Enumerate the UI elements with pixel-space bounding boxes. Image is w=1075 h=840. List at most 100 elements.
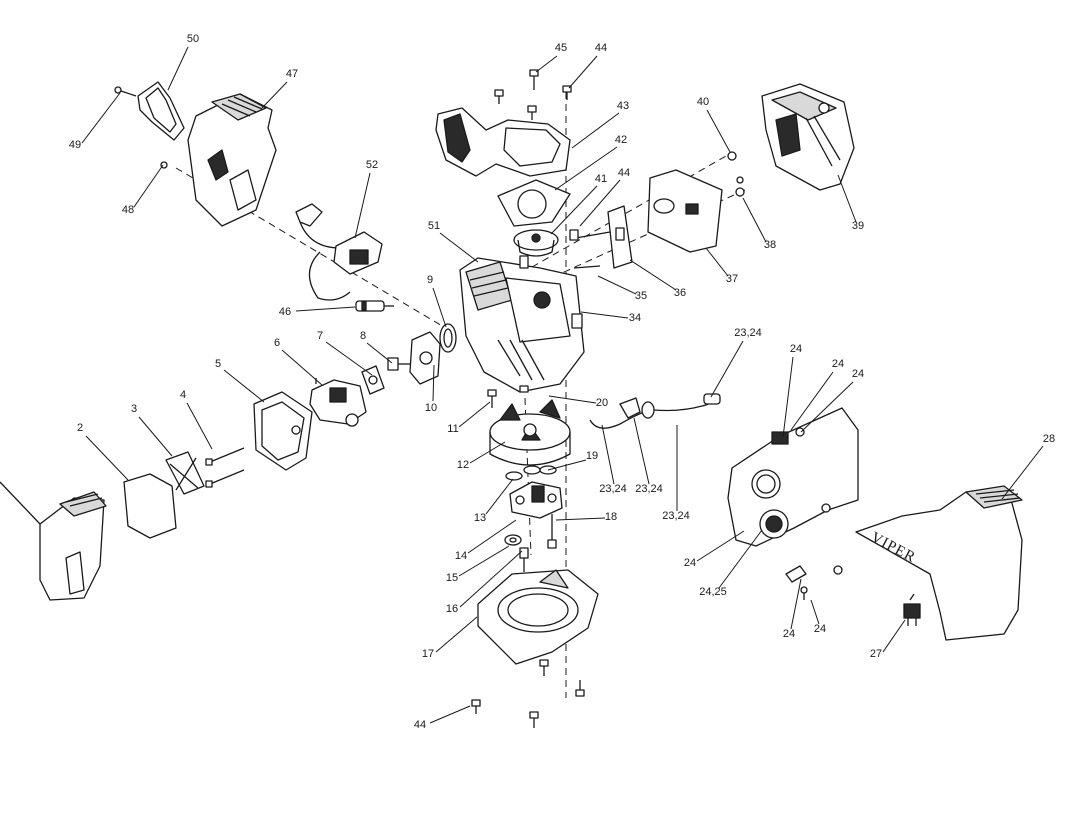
callout-label-c46: 46	[279, 306, 291, 318]
callout-label-c48: 48	[122, 204, 134, 216]
leader-line-c40	[706, 109, 731, 153]
part-spark-plug-46	[355, 300, 394, 312]
leader-line-c35	[597, 275, 637, 295]
part-screw-11	[487, 389, 497, 408]
callout-label-c24d: 24	[684, 557, 696, 569]
part-small-parts-24	[785, 565, 843, 600]
callout-label-c2324d: 23,24	[662, 510, 690, 522]
callout-label-c19: 19	[586, 450, 598, 462]
part-screw-38	[735, 176, 745, 197]
callout-label-c4: 4	[180, 389, 186, 401]
leader-line-c28	[1001, 445, 1044, 500]
callout-label-c35: 35	[635, 290, 647, 302]
leader-line-c43	[571, 112, 620, 149]
callout-label-c10: 10	[425, 402, 437, 414]
part-fuel-tank-24	[727, 407, 859, 547]
leader-line-c18	[555, 517, 606, 521]
part-screws-4	[205, 447, 245, 488]
leader-line-c36	[629, 259, 677, 291]
callout-label-c2324b: 23,24	[599, 483, 627, 495]
callout-label-c45: 45	[555, 42, 567, 54]
part-gasket-42	[497, 179, 571, 227]
part-exhaust-gasket-36	[607, 205, 633, 269]
leader-line-c16	[459, 550, 523, 608]
leader-line-c2425	[718, 529, 763, 589]
callout-label-c27: 27	[870, 648, 882, 660]
part-engine-cover-28: VIPER	[855, 485, 1023, 641]
callout-label-c16: 16	[446, 603, 458, 615]
leader-line-c17	[435, 616, 478, 653]
leader-line-c38	[742, 197, 767, 243]
callout-label-c12: 12	[457, 459, 469, 471]
callout-label-c2324a: 23,24	[734, 327, 762, 339]
part-switch-27	[903, 593, 921, 626]
callout-label-c52: 52	[366, 159, 378, 171]
callout-label-c24b: 24	[832, 358, 844, 370]
callout-label-c47: 47	[286, 68, 298, 80]
leader-line-c39	[837, 174, 857, 223]
part-air-filter-base-5	[253, 391, 313, 471]
callout-label-c17: 17	[422, 648, 434, 660]
callout-label-c43: 43	[617, 100, 629, 112]
leader-line-c2324a	[710, 340, 744, 398]
callout-label-c15: 15	[446, 572, 458, 584]
callout-label-c2324c: 23,24	[635, 483, 663, 495]
part-washers-13-19	[505, 465, 557, 481]
callout-label-c51: 51	[428, 220, 440, 232]
leader-line-c45	[535, 55, 558, 73]
leader-line-c9	[432, 287, 447, 328]
callout-label-c8: 8	[360, 330, 366, 342]
callout-label-c2: 2	[77, 422, 83, 434]
callout-label-c13: 13	[474, 512, 486, 524]
leader-line-c46	[295, 306, 356, 312]
part-muffler-cover-39	[761, 83, 855, 191]
leader-line-c2	[85, 435, 129, 481]
callout-label-c39: 39	[852, 220, 864, 232]
callout-label-c14: 14	[455, 550, 467, 562]
leader-line-c24f	[810, 599, 820, 625]
callout-label-c24a: 24	[790, 343, 802, 355]
callout-label-c6: 6	[274, 337, 280, 349]
part-engine-block-51	[459, 229, 585, 393]
leader-line-c24a	[782, 356, 794, 438]
leader-line-c13	[485, 478, 514, 515]
leader-line-c24e	[790, 578, 802, 630]
part-gasket-plate-50	[114, 81, 185, 141]
leader-line-c2324b	[601, 424, 615, 485]
callout-label-c34: 34	[629, 312, 641, 324]
part-clutch-14	[509, 481, 563, 519]
leader-line-c5	[223, 369, 265, 403]
callout-label-c5: 5	[215, 358, 221, 370]
leader-line-c37	[705, 247, 729, 277]
leader-line-c44b	[579, 179, 621, 227]
callout-label-c11: 11	[447, 423, 458, 435]
leader-line-c7	[325, 341, 373, 376]
leader-line-c44c	[429, 705, 471, 724]
part-ignition-coil-52	[295, 203, 383, 301]
callout-label-c24e: 24	[783, 628, 795, 640]
callout-label-c40: 40	[697, 96, 709, 108]
leader-line-c10	[432, 364, 435, 402]
leader-line-c11	[458, 401, 491, 428]
leader-line-c19	[547, 459, 587, 471]
leader-line-c6	[281, 349, 323, 386]
part-gasket-7	[361, 365, 385, 395]
callout-label-c2425: 24,25	[699, 586, 727, 598]
part-screws-top	[494, 69, 572, 120]
leader-line-c8	[366, 342, 393, 364]
callout-label-c49: 49	[69, 139, 81, 151]
part-o-ring-9	[439, 323, 457, 353]
part-washer-15	[504, 534, 522, 546]
part-cylinder-cover-43	[435, 107, 571, 177]
part-flywheel-12	[489, 399, 571, 466]
callout-label-c44b: 44	[618, 167, 630, 179]
leader-line-c24c	[800, 381, 854, 433]
part-muffler-body-37	[647, 169, 723, 253]
callout-label-c24c: 24	[852, 368, 864, 380]
part-screws-bottom-44	[471, 680, 585, 728]
part-spacer-8	[387, 357, 410, 371]
leader-line-c15	[458, 545, 510, 577]
callout-label-c36: 36	[674, 287, 686, 299]
